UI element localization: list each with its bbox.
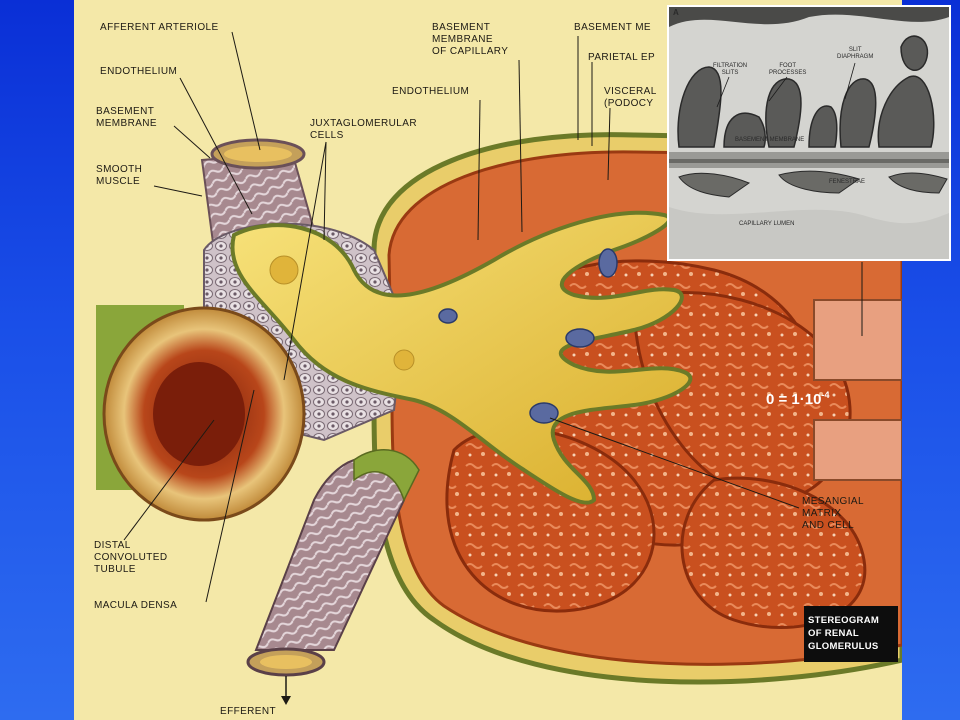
- leader-lines: [123, 31, 863, 603]
- label-mesangial-matrix: MESANGIAL MATRIX AND CELL: [802, 496, 864, 531]
- micrograph-image: [669, 7, 949, 259]
- stereogram-caption: STEREOGRAM OF RENAL GLOMERULUS: [804, 606, 898, 662]
- label-smooth-muscle: SMOOTH MUSCLE: [96, 164, 143, 187]
- label-visceral-podocyte: VISCERAL (PODOCY: [604, 86, 657, 109]
- inset-label-capillary-lumen: CAPILLARY LUMEN: [739, 221, 795, 227]
- label-endothelium-center: ENDOTHELIUM: [392, 86, 470, 97]
- label-afferent-arteriole: AFFERENT ARTERIOLE: [100, 22, 219, 33]
- proximal-tubule-stub: [813, 299, 902, 381]
- inset-label-basement-membrane: BASEMENT MEMBRANE: [735, 137, 805, 143]
- label-juxtaglomerular-cells: JUXTAGLOMERULAR CELLS: [310, 118, 417, 141]
- distal-convoluted-tubule: [96, 305, 306, 522]
- efferent-arteriole: [246, 449, 420, 705]
- mesangial-nuclei: [438, 248, 618, 424]
- inset-panel-letter: A: [673, 8, 679, 17]
- label-basement-membrane-top: BASEMENT ME: [574, 22, 652, 33]
- inset-label-fenestrae: FENESTRAE: [829, 179, 866, 185]
- glomerulus-illustration: [96, 31, 902, 705]
- electron-micrograph-inset: A FILTRATION SLITS FOOT PROCESSES SLIT D…: [667, 5, 951, 261]
- scale-bar-base: 0 = 1·10: [766, 391, 822, 408]
- label-macula-densa: MACULA DENSA: [94, 600, 178, 611]
- inset-label-filtration-slits: FILTRATION SLITS: [713, 63, 748, 76]
- scale-bar-exponent: -4: [821, 390, 830, 400]
- inset-label-slit-diaphragm: SLIT DIAPHRAGM: [837, 47, 874, 60]
- scale-bar-label: 0 = 1·10-4: [766, 390, 829, 408]
- label-efferent: EFFERENT: [220, 706, 276, 717]
- inset-label-foot-processes: FOOT PROCESSES: [769, 63, 807, 76]
- mesangial-branches: [230, 210, 693, 505]
- label-distal-convoluted-tubule: DISTAL CONVOLUTED TUBULE: [94, 540, 168, 575]
- label-parietal-epithelium: PARIETAL EP: [588, 52, 656, 63]
- label-basement-membrane-left: BASEMENT MEMBRANE: [96, 106, 157, 129]
- label-endothelium-left: ENDOTHELIUM: [100, 66, 178, 77]
- label-basement-membrane-capillary: BASEMENT MEMBRANE OF CAPILLARY: [432, 22, 509, 57]
